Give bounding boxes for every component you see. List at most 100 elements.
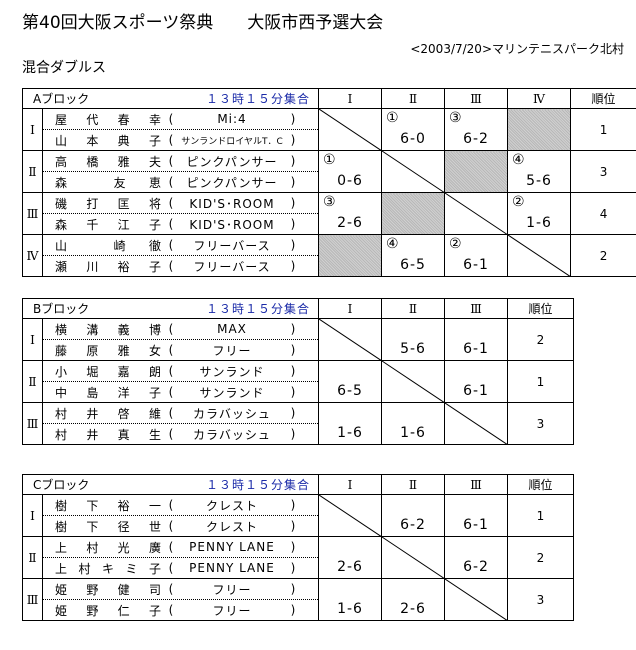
column-header: Ⅲ [444, 88, 509, 109]
paren-close: ) [290, 343, 296, 357]
paren-open: ( [168, 112, 174, 126]
paren-close: ) [290, 364, 296, 378]
result-cell [318, 318, 382, 361]
result-cell [381, 150, 446, 193]
block-header: Aブロック １３時１５分集合 [21, 88, 320, 109]
club-name: カラバッシュ [193, 427, 271, 442]
name-char: 将 [148, 196, 161, 211]
team-number: Ⅲ [22, 192, 43, 235]
paren-close: ) [290, 603, 296, 617]
match-order: ① [386, 110, 399, 126]
player: 高橋雅夫(ピンクパンサー) [43, 151, 318, 171]
result-content [382, 151, 444, 192]
match-score: 1-6 [337, 601, 363, 617]
result-content: 2-6 [382, 579, 444, 620]
player-cell: 樹下裕一(クレスト) [42, 494, 319, 516]
name-char: 幸 [148, 112, 161, 127]
gather-time: １３時１５分集合 [205, 478, 310, 492]
name-char: 森 [55, 217, 68, 232]
player-cell: 上村キミ子(PENNY LANE) [42, 557, 319, 579]
club-name: フリー [212, 582, 252, 597]
team-number: Ⅰ [22, 318, 43, 361]
player-cell: 姫野仁子(フリー) [42, 599, 319, 621]
column-header: Ⅰ [318, 88, 383, 109]
player-cell: 小堀嘉朗(サンランド) [42, 360, 319, 382]
paren-open: ( [168, 519, 174, 533]
paren-open: ( [168, 259, 174, 273]
match-order: ① [323, 152, 336, 168]
paren-close: ) [290, 385, 296, 399]
paren-close: ) [290, 322, 296, 336]
name-char: 高 [55, 154, 68, 169]
name-char: 世 [148, 519, 161, 534]
block-name: Aブロック [33, 92, 90, 106]
name-char: 上 [55, 540, 68, 555]
paren-open: ( [168, 217, 174, 231]
name-char: 村 [55, 406, 68, 421]
team-number: Ⅲ [22, 402, 43, 445]
player-name: 中島洋子 [43, 384, 165, 401]
club-name: サンランド [199, 385, 265, 400]
name-char: 村 [78, 561, 91, 576]
paren-close: ) [290, 112, 296, 126]
name-char: 子 [148, 385, 161, 400]
player: 藤原雅女(フリー) [43, 340, 318, 360]
name-char: 下 [86, 519, 99, 534]
result-cell [507, 234, 572, 277]
gather-time: １３時１５分集合 [206, 92, 311, 106]
name-char: 崎 [113, 238, 126, 253]
team-rank: 3 [570, 150, 636, 193]
result-content: 6-2 [445, 537, 507, 578]
name-char: 島 [86, 385, 99, 400]
paren-open: ( [168, 238, 174, 252]
paren-close: ) [290, 217, 296, 231]
result-content: 5-6 [382, 319, 444, 360]
name-char: 裕 [117, 498, 130, 513]
player: 村井真生(カラバッシュ) [43, 424, 318, 444]
name-char: 村 [55, 427, 68, 442]
player-cell: 藤原雅女(フリー) [42, 339, 319, 361]
name-char: 光 [117, 540, 130, 555]
team-rank: 2 [507, 318, 574, 361]
result-content: 2-6 [319, 537, 381, 578]
paren-open: ( [168, 175, 174, 189]
player-cell: 山崎徹(フリーバース) [41, 234, 320, 256]
result-cell [444, 402, 508, 445]
match-score: 6-1 [463, 383, 489, 399]
paren-open: ( [168, 427, 174, 441]
player-name: 藤原雅女 [43, 342, 165, 359]
name-char: 森 [55, 175, 68, 190]
result-content: 6-1 [445, 495, 507, 536]
name-char: 千 [86, 217, 99, 232]
result-cell: 5-6 [381, 318, 445, 361]
player-cell: 姫野健司(フリー) [42, 578, 319, 600]
player-cell: 屋代春幸(Mi:4) [41, 108, 320, 130]
player-cell: 中島洋子( サンランド) [42, 381, 319, 403]
team-rank: 3 [507, 578, 574, 621]
result-cell: 1-6 [318, 578, 382, 621]
player: 瀬川裕子(フリーバース) [43, 256, 318, 276]
result-content [319, 319, 381, 360]
paren-open: ( [168, 154, 174, 168]
player-name: 山崎徹 [43, 237, 165, 254]
paren-open: ( [168, 603, 174, 617]
match-score: 0-6 [337, 173, 363, 189]
match-score: 2-6 [337, 559, 363, 575]
paren-open: ( [168, 498, 174, 512]
name-char: 井 [86, 427, 99, 442]
name-char: 屋 [55, 112, 68, 127]
venue-date: <2003/7/20>マリンテニスパーク北村 [410, 42, 624, 56]
paren-open: ( [168, 385, 174, 399]
name-char: 博 [148, 322, 161, 337]
name-char: 下 [86, 498, 99, 513]
player-name: 山本典子 [43, 132, 165, 149]
team-number: Ⅱ [22, 150, 43, 193]
name-char: 子 [148, 561, 161, 576]
